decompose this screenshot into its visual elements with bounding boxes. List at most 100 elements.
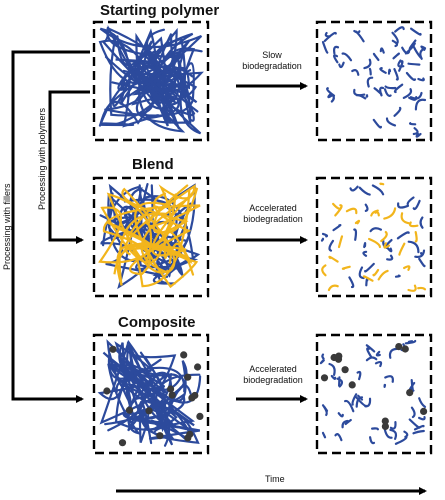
polymer-fragment [401, 46, 411, 55]
polymer-fragment [379, 67, 387, 74]
filler-particle [184, 373, 192, 381]
polymer-fragment [344, 418, 352, 426]
polymer-fragment [412, 127, 419, 136]
filler-particle [186, 430, 194, 438]
polymer-fragment [410, 379, 415, 392]
polymer-fragment [412, 199, 421, 211]
blend-polymer-fragment [383, 242, 391, 249]
polymer-fragment [383, 88, 392, 97]
blend-polymer-chain [121, 187, 191, 274]
polymer-fragment [396, 202, 410, 209]
filler-particle [335, 352, 343, 360]
polymer-fragment [405, 71, 417, 82]
polymer-fragment [351, 69, 360, 76]
composite-box [92, 333, 210, 455]
polymer-chain [99, 27, 203, 128]
polymer-fragment [419, 216, 424, 229]
filler-particle [341, 366, 349, 374]
polymer-chain [100, 223, 201, 269]
polymer-fragment [389, 428, 398, 440]
starting-polymer-title: Starting polymer [100, 2, 220, 19]
polymer-fragment [326, 87, 336, 97]
accelerated-biodegradation-label-blend: Accelerated biodegradation [243, 203, 303, 224]
polymer-fragment [330, 374, 337, 380]
polymer-fragment [364, 203, 369, 212]
polymer-fragment [394, 436, 408, 445]
filler-particle [109, 345, 117, 353]
polymer-fragment [414, 98, 427, 111]
blend-polymer-fragment [383, 207, 397, 220]
polymer-fragment [389, 421, 397, 430]
polymer-chain [98, 28, 198, 124]
polymer-fragment [366, 76, 374, 88]
polymer-fragment [373, 87, 383, 96]
blend-polymer-fragment [345, 207, 358, 215]
polymer-fragment [417, 77, 425, 82]
polymer-fragment [372, 52, 380, 61]
blend-polymer-fragment [321, 264, 327, 277]
polymer-fragment [406, 196, 415, 206]
polymer-fragment [393, 68, 399, 81]
polymer-fragment [412, 429, 425, 435]
polymer-fragment [328, 239, 335, 252]
accelerated-biodegradation-label-composite: Accelerated biodegradation [243, 364, 303, 385]
polymer-fragment [369, 436, 376, 445]
polymer-fragment [353, 228, 358, 241]
polymer-fragment [385, 245, 393, 253]
blend-polymer-fragment [414, 231, 418, 243]
polymer-fragment [394, 274, 401, 278]
polymer-fragment [402, 88, 413, 99]
filler-particle [420, 407, 428, 415]
blend-polymer-fragment [400, 212, 410, 225]
polymer-fragment [414, 249, 426, 259]
polymer-fragment [365, 94, 369, 98]
polymer-fragment [328, 362, 336, 376]
polymer-fragment [384, 375, 394, 383]
polymer-fragment [408, 418, 421, 429]
polymer-fragment [365, 344, 376, 353]
filler-particle [320, 374, 329, 382]
polymer-fragment [362, 250, 368, 257]
polymer-fragment [320, 237, 325, 242]
filler-particle [406, 389, 414, 397]
polymer-fragment [368, 67, 372, 76]
blend-title: Blend [132, 156, 174, 173]
dashed-box-border [92, 20, 210, 142]
polymer-fragment [371, 184, 385, 196]
blend-polymer-fragment [407, 284, 417, 292]
polymer-fragment [410, 27, 422, 36]
polymer-fragment [333, 45, 340, 55]
filler-particle [381, 417, 389, 425]
polymer-fragment [392, 52, 401, 60]
polymer-fragment [374, 360, 383, 368]
slow-biodegradation-label: Slow biodegradation [242, 50, 302, 71]
polymer-fragment [393, 106, 402, 117]
polymer-fragment [365, 278, 369, 287]
polymer-fragment [388, 347, 398, 359]
filler-particle [118, 439, 127, 447]
polymer-chain [117, 36, 184, 112]
polymer-fragment [393, 83, 404, 94]
polymer-fragment [371, 427, 379, 431]
blend-polymer-fragment [374, 211, 380, 217]
polymer-fragment [404, 339, 417, 345]
dashed-box-border [92, 176, 210, 298]
blend-polymer-fragment [370, 209, 379, 217]
processing-with-fillers-label: Processing with fillers [2, 183, 12, 270]
polymer-fragment [410, 406, 416, 419]
filler-particle [180, 351, 188, 359]
filler-particle [145, 407, 153, 415]
polymer-fragment [379, 47, 385, 54]
blend-polymer-fragment [380, 231, 388, 243]
polymer-chain [97, 341, 184, 447]
polymer-fragment [365, 356, 378, 362]
polymer-fragment [407, 62, 421, 66]
filler-particle [401, 345, 409, 353]
polymer-fragment [323, 405, 329, 412]
polymer-fragment [418, 416, 426, 421]
blend-polymer-fragment [327, 284, 339, 292]
polymer-fragment [323, 31, 337, 42]
blend-polymer-chain [102, 184, 201, 276]
polymer-fragment [396, 231, 410, 240]
